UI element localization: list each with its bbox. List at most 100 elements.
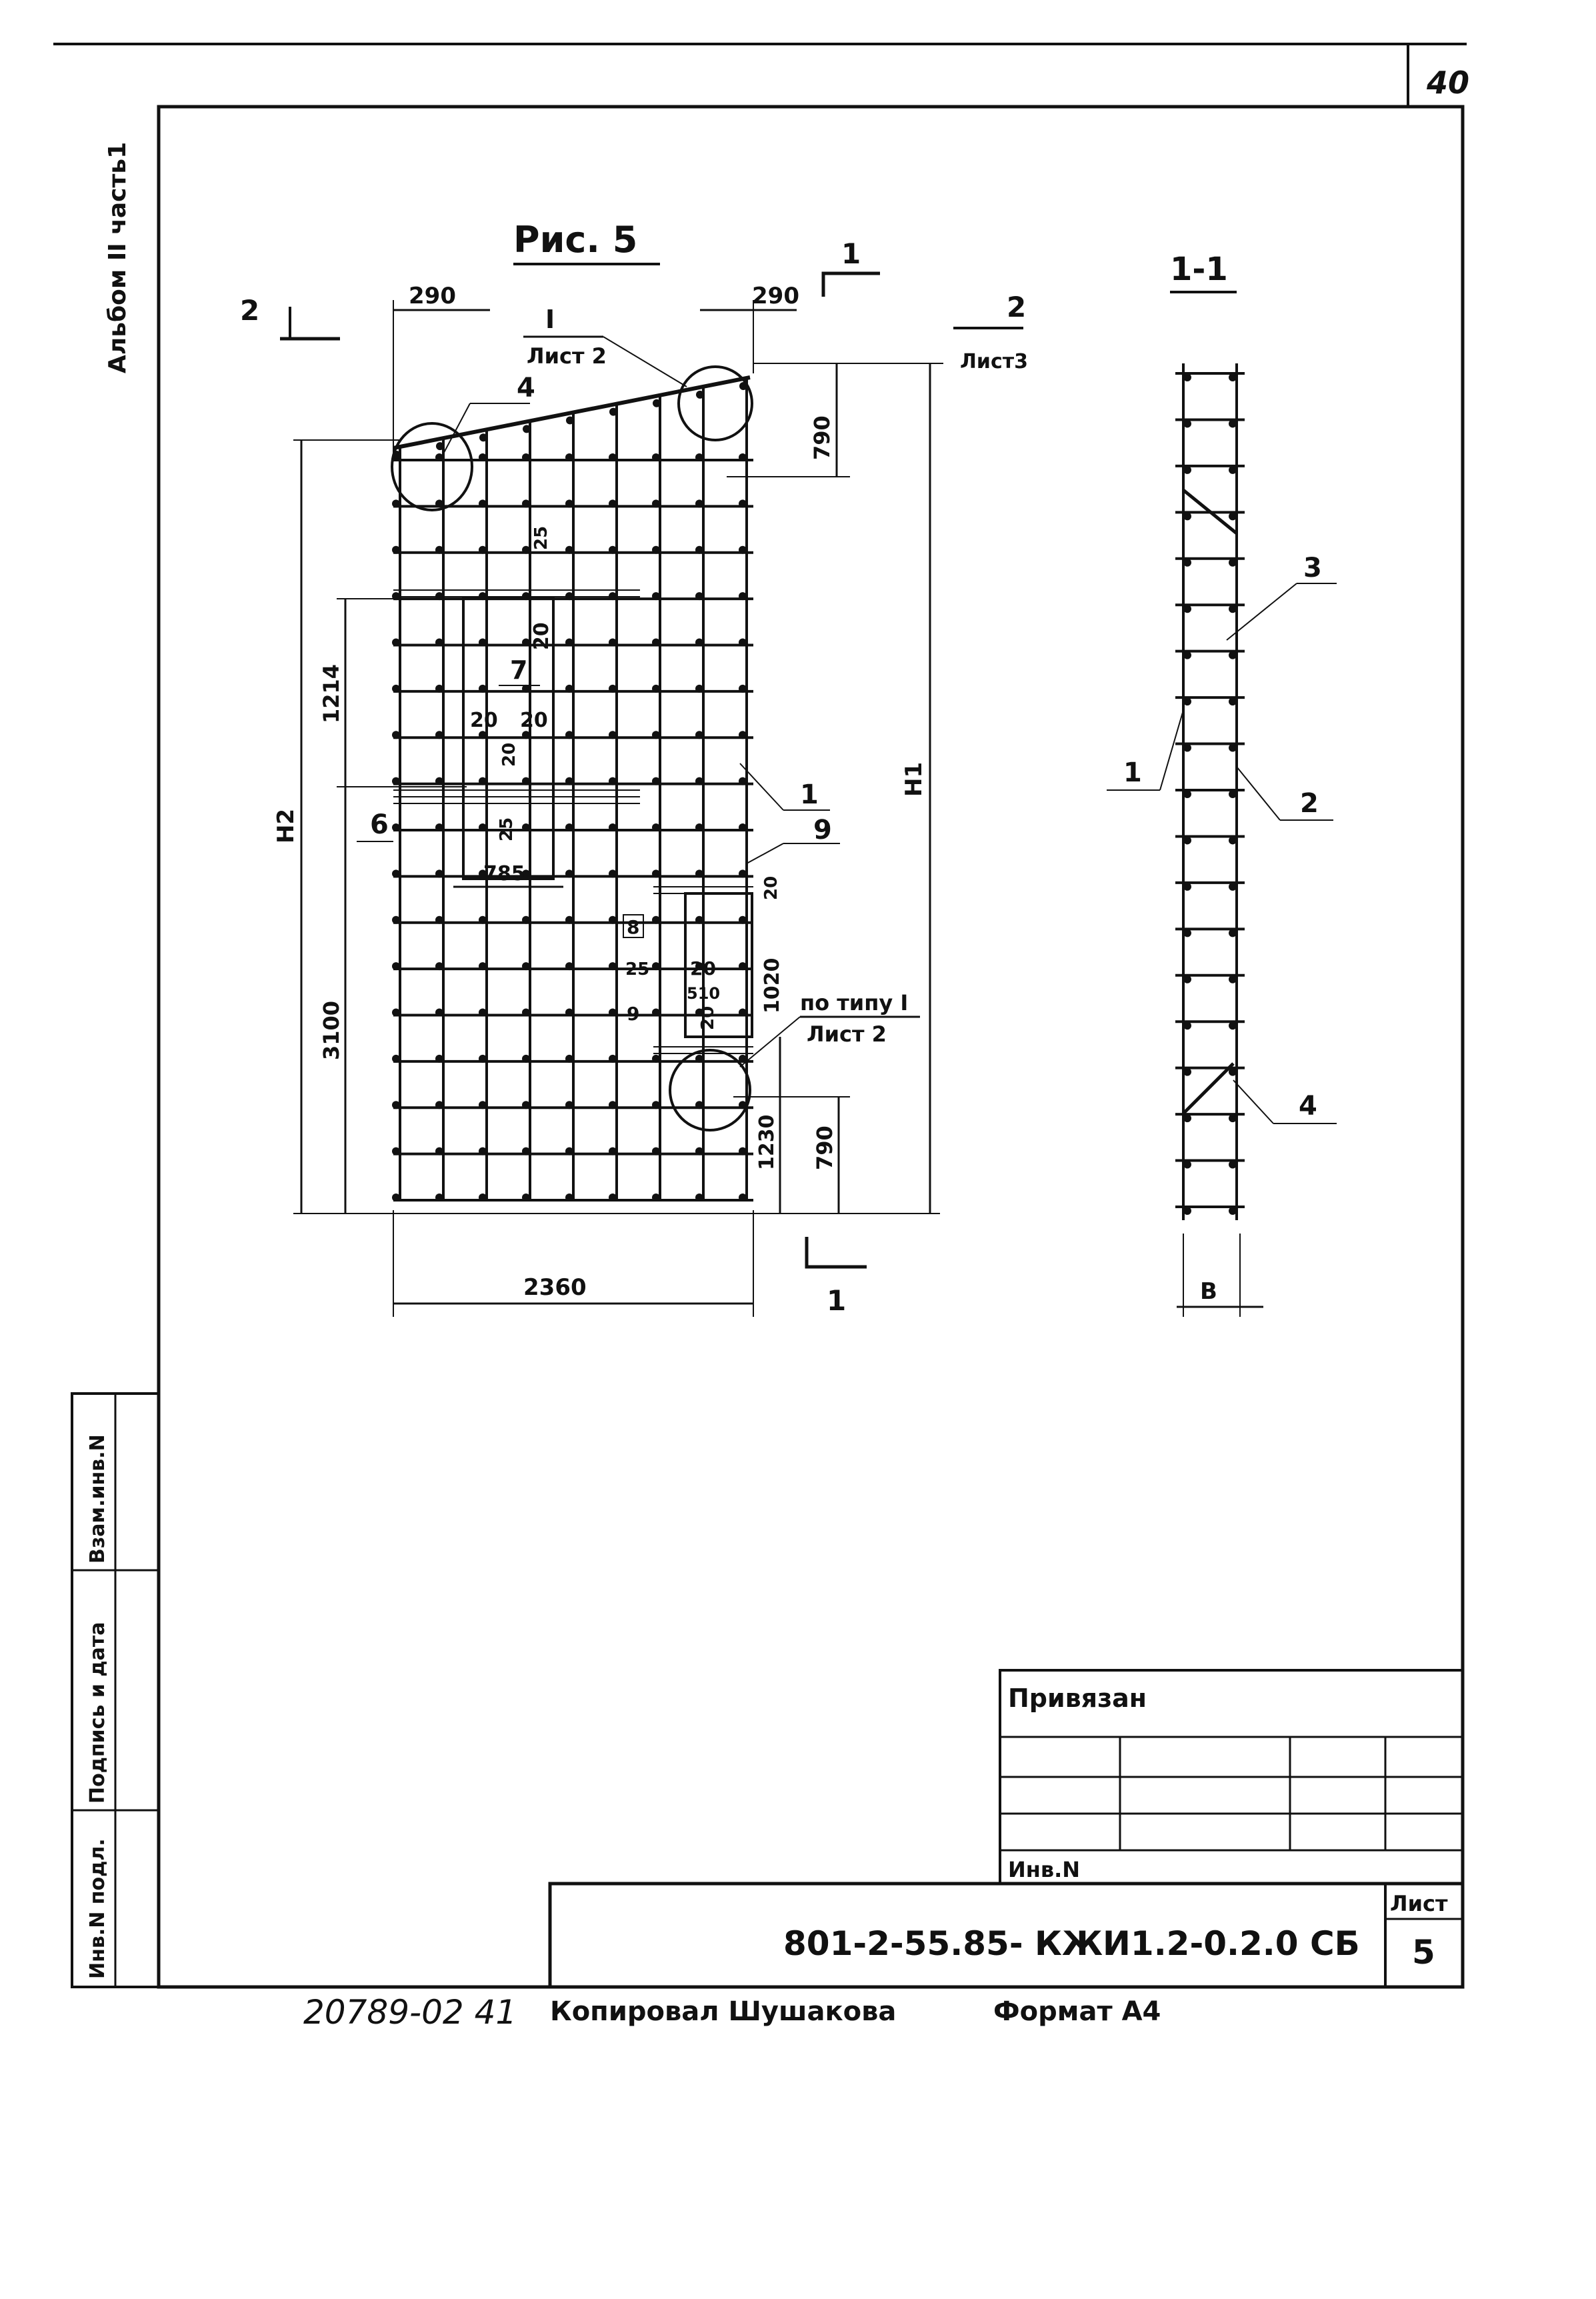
mesh-weld-dot: [609, 453, 617, 461]
mesh-weld-dot: [565, 545, 573, 554]
mesh-weld-dot: [522, 962, 530, 971]
mesh-weld-dot: [392, 1147, 400, 1156]
leader-4: [439, 403, 471, 461]
view-mark-1-top: 1: [841, 237, 861, 270]
mesh-weld-dot: [652, 1194, 660, 1202]
mesh-weld-dot: [652, 499, 660, 508]
section-weld-dot: [1229, 465, 1237, 474]
section-weld-dot: [1183, 743, 1191, 752]
mesh-weld-dot: [479, 545, 487, 554]
pos-4: 4: [517, 373, 535, 403]
dim-20-c: 20: [520, 709, 548, 732]
node-outline-4: [391, 422, 473, 511]
mesh-weld-dot: [695, 915, 703, 924]
mesh-weld-dot: [522, 1147, 530, 1156]
dim-25-c: 25: [625, 959, 649, 979]
section-weld-dot: [1229, 1021, 1237, 1030]
mesh-weld-dot: [739, 1008, 747, 1017]
mesh-weld-dot: [565, 1008, 573, 1017]
mesh-weld-dot: [479, 499, 487, 508]
mesh-weld-dot: [522, 453, 530, 461]
mesh-weld-dot: [565, 453, 573, 461]
mesh-weld-dot: [609, 499, 617, 508]
mesh-weld-dot: [609, 638, 617, 647]
dim-290-right: 290: [752, 283, 799, 309]
section-weld-dot: [1183, 1114, 1191, 1123]
pos-7: 7: [510, 655, 527, 685]
mesh-weld-dot: [522, 1194, 530, 1202]
privyazan-label: Привязан: [1008, 1684, 1147, 1713]
mesh-weld-dot: [695, 1147, 703, 1156]
sheet-number: 5: [1412, 1933, 1435, 1972]
dim-785: 785: [483, 862, 525, 885]
title-block-main: [548, 1882, 1465, 1989]
mesh-weld-dot: [392, 869, 400, 878]
dim-510: 510: [687, 984, 720, 1003]
mesh-weld-dot: [695, 1008, 703, 1017]
mesh-weld-dot: [392, 499, 400, 508]
dim-3100: 3100: [319, 1001, 344, 1060]
section-weld-dot: [1183, 975, 1191, 983]
mesh-weld-dot: [435, 638, 443, 647]
dim-1020: 1020: [761, 958, 784, 1014]
mesh-weld-dot: [392, 731, 400, 739]
mesh-weld-dot: [739, 592, 747, 601]
mesh-weld-dot: [609, 731, 617, 739]
dim-1230: 1230: [755, 1115, 779, 1171]
section-weld-dot: [1183, 558, 1191, 567]
section-weld-dot: [1183, 1207, 1191, 1215]
mesh-weld-dot: [479, 433, 487, 442]
mesh-weld-dot: [392, 823, 400, 831]
section-weld-dot: [1183, 929, 1191, 937]
mesh-weld-dot: [435, 823, 443, 831]
mesh-weld-dot: [609, 915, 617, 924]
mesh-weld-dot: [522, 869, 530, 878]
inv-no-label: Инв.N: [1008, 1857, 1080, 1882]
section-leader-2: [1236, 766, 1281, 821]
section-weld-dot: [1229, 558, 1237, 567]
section-weld-dot: [1229, 605, 1237, 613]
mesh-weld-dot: [522, 499, 530, 508]
mesh-weld-dot: [609, 1101, 617, 1109]
mesh-weld-dot: [739, 823, 747, 831]
dim-20-g: 20: [698, 1006, 718, 1030]
section-pos-4: 4: [1299, 1091, 1317, 1121]
mesh-weld-dot: [695, 592, 703, 601]
mesh-weld-dot: [695, 1194, 703, 1202]
mesh-weld-dot: [609, 407, 617, 416]
mesh-weld-dot: [522, 731, 530, 739]
side-stamp-podpis: Подпись и дата: [86, 1622, 109, 1804]
mesh-weld-dot: [739, 499, 747, 508]
mesh-weld-dot: [609, 545, 617, 554]
section-leader-4: [1233, 1079, 1274, 1124]
section-weld-dot: [1229, 1207, 1237, 1215]
section-weld-dot: [1183, 836, 1191, 845]
section-mark-1-top: [821, 271, 880, 297]
section-weld-dot: [1183, 605, 1191, 613]
mesh-weld-dot: [565, 869, 573, 878]
mesh-weld-dot: [609, 1194, 617, 1202]
mesh-weld-dot: [652, 1147, 660, 1156]
section-1-1-ladder: [1175, 363, 1245, 1220]
callout-node-type: по типу I: [800, 990, 908, 1015]
mesh-weld-dot: [435, 1054, 443, 1063]
sheet-label: Лист: [1390, 1891, 1448, 1916]
mesh-weld-dot: [523, 425, 531, 433]
mesh-weld-dot: [435, 499, 443, 508]
mesh-weld-dot: [522, 915, 530, 924]
dim-1214: 1214: [319, 664, 344, 723]
mesh-weld-dot: [609, 1054, 617, 1063]
mesh-weld-dot: [609, 869, 617, 878]
dim-25-a: 25: [531, 526, 551, 550]
mesh-weld-dot: [565, 962, 573, 971]
dim-2360: 2360: [523, 1274, 587, 1301]
mesh-weld-dot: [609, 1147, 617, 1156]
mesh-weld-dot: [739, 1147, 747, 1156]
mesh-weld-dot: [522, 1101, 530, 1109]
mesh-weld-dot: [565, 1147, 573, 1156]
dim-790-bot: 790: [812, 1125, 837, 1170]
mesh-weld-dot: [392, 1054, 400, 1063]
section-weld-dot: [1183, 512, 1191, 521]
mesh-weld-dot: [609, 1008, 617, 1017]
mesh-weld-dot: [436, 442, 444, 451]
